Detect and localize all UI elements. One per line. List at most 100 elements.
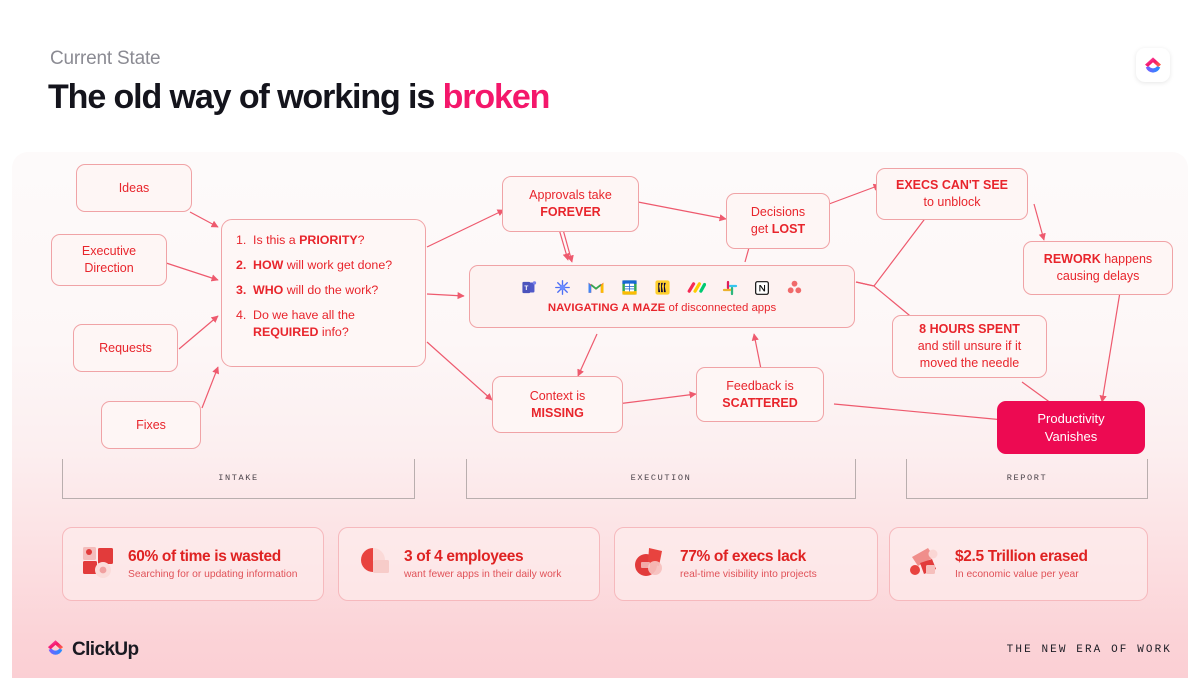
question-item: 2. HOW will work get done? xyxy=(236,257,415,273)
stat-sub: Searching for or updating information xyxy=(128,569,298,580)
stat-scatter-icon xyxy=(904,541,946,588)
node-executive-direction[interactable]: Executive Direction xyxy=(51,234,167,286)
phase-label: EXECUTION xyxy=(630,472,692,483)
stat-blocks-icon xyxy=(77,541,119,588)
stat-card-fewer-apps[interactable]: 3 of 4 employees want fewer apps in thei… xyxy=(338,527,600,601)
question-post: will do the work? xyxy=(283,283,379,298)
stat-headline: 3 of 4 employees xyxy=(404,548,524,565)
node-label-line2: SCATTERED xyxy=(722,395,798,410)
question-bold: HOW xyxy=(253,258,284,273)
clickup-logo-icon xyxy=(1136,48,1170,82)
node-label-line1: Productivity xyxy=(1037,410,1105,426)
node-rework[interactable]: REWORK happens causing delays xyxy=(1023,241,1173,295)
apps-caption-bold: NAVIGATING A MAZE xyxy=(547,302,666,314)
stat-card-exec-lack[interactable]: 77% of execs lack real-time visibility i… xyxy=(614,527,878,601)
node-requests[interactable]: Requests xyxy=(73,324,178,372)
slack-icon xyxy=(722,280,738,296)
footer-logo: ClickUp xyxy=(46,638,139,662)
stat-sphere-icon xyxy=(629,541,671,588)
question-number: 2. xyxy=(236,258,247,273)
question-number: 1. xyxy=(236,233,247,247)
stat-text: 60% of time is wasted Searching for or u… xyxy=(128,548,297,580)
stat-pie-icon xyxy=(353,541,395,588)
phase-report: REPORT xyxy=(906,459,1148,499)
connector-arrows xyxy=(156,183,1121,423)
question-post: will work get done? xyxy=(283,258,393,273)
page-title: The old way of working is broken xyxy=(48,78,551,117)
question-text: WHO will do the work? xyxy=(253,282,415,298)
node-label-line1: REWORK happens xyxy=(1043,252,1153,267)
headline-main: The old way of working is xyxy=(48,78,443,116)
stat-text: 3 of 4 employees want fewer apps in thei… xyxy=(404,548,561,580)
node-label: Requests xyxy=(99,340,152,355)
node-eight-hours[interactable]: 8 HOURS SPENT and still unsure if it mov… xyxy=(892,315,1047,378)
node-execs-cant-see[interactable]: EXECS CAN'T SEE to unblock xyxy=(876,168,1028,220)
question-text: Do we have all the REQUIRED info? xyxy=(253,307,415,339)
question-text: HOW will work get done? xyxy=(253,257,415,273)
diagram-canvas: Ideas Executive Direction Requests Fixes… xyxy=(12,152,1188,678)
node-productivity-vanishes[interactable]: Productivity Vanishes xyxy=(997,401,1145,454)
node-label-line2: Vanishes xyxy=(1044,428,1098,444)
app-icon-row: T xyxy=(521,279,803,296)
node-disconnected-apps[interactable]: T xyxy=(469,265,855,328)
question-bold: WHO xyxy=(253,283,284,298)
asana-icon xyxy=(786,279,803,296)
node-label-line1: Decisions xyxy=(750,205,806,220)
microsoft-teams-icon: T xyxy=(521,279,538,296)
node-approvals[interactable]: Approvals take FOREVER xyxy=(502,176,639,232)
svg-text:T: T xyxy=(524,285,528,292)
node-label-line3: moved the needle xyxy=(919,355,1020,370)
footer-tagline: THE NEW ERA OF WORK xyxy=(1006,644,1172,656)
node-decisions[interactable]: Decisions get LOST xyxy=(726,193,830,249)
question-item: 4. Do we have all the REQUIRED info? xyxy=(236,307,415,339)
stat-headline: 60% of time is wasted xyxy=(128,548,281,565)
phase-intake: INTAKE xyxy=(62,459,415,499)
stat-card-time-wasted[interactable]: 60% of time is wasted Searching for or u… xyxy=(62,527,324,601)
monday-icon xyxy=(687,280,706,295)
node-context-missing[interactable]: Context is MISSING xyxy=(492,376,623,433)
stat-sub: want fewer apps in their daily work xyxy=(404,569,562,580)
stat-sub: In economic value per year xyxy=(955,569,1079,580)
node-intake-questions[interactable]: 1. Is this a PRIORITY? 2. HOW will work … xyxy=(221,219,426,367)
question-item: 1. Is this a PRIORITY? xyxy=(236,232,415,248)
phase-label: REPORT xyxy=(1006,472,1048,483)
node-label-line2: and still unsure if it xyxy=(917,339,1022,354)
headline-accent: broken xyxy=(442,78,551,116)
question-item: 3. WHO will do the work? xyxy=(236,282,415,298)
node-label-line1: Feedback is xyxy=(726,378,794,393)
node-fixes[interactable]: Fixes xyxy=(101,401,201,449)
google-sheets-icon xyxy=(621,279,638,296)
node-label-line2: MISSING xyxy=(531,405,584,420)
node-ideas[interactable]: Ideas xyxy=(76,164,192,212)
node-label-line1: EXECS CAN'T SEE xyxy=(895,178,1009,193)
question-text: Is this a PRIORITY? xyxy=(253,232,415,248)
stat-headline: 77% of execs lack xyxy=(680,548,806,565)
apps-caption-rest: of disconnected apps xyxy=(665,302,777,314)
question-number: 3. xyxy=(236,283,247,298)
stat-headline: $2.5 Trillion erased xyxy=(955,548,1088,565)
apps-caption: NAVIGATING A MAZE of disconnected apps xyxy=(548,302,776,314)
node-label-line1: 8 HOURS SPENT xyxy=(919,322,1020,337)
node-feedback-scattered[interactable]: Feedback is SCATTERED xyxy=(696,367,824,422)
eyebrow-label: Current State xyxy=(50,48,161,69)
stat-card-value-erased[interactable]: $2.5 Trillion erased In economic value p… xyxy=(889,527,1148,601)
node-label-line2: Direction xyxy=(84,261,134,275)
node-label-line2: causing delays xyxy=(1056,269,1140,283)
jira-icon xyxy=(554,279,571,296)
stat-sub: real-time visibility into projects xyxy=(680,569,817,580)
question-bold: PRIORITY xyxy=(299,233,358,247)
question-post: ? xyxy=(357,233,365,247)
clickup-logo-icon xyxy=(46,638,65,662)
stat-text: $2.5 Trillion erased In economic value p… xyxy=(955,548,1088,580)
node-label-line2: FOREVER xyxy=(540,205,601,219)
notion-icon xyxy=(754,280,770,296)
phase-label: INTAKE xyxy=(218,472,259,483)
node-label-line1: Executive xyxy=(81,244,137,259)
question-pre: Is this a xyxy=(253,233,300,247)
question-pre: Do we have all the xyxy=(253,308,355,323)
node-label-line1: Context is xyxy=(529,388,586,403)
node-label: Ideas xyxy=(118,180,150,195)
miro-icon xyxy=(654,279,671,296)
node-label-line2: to unblock xyxy=(923,195,981,209)
